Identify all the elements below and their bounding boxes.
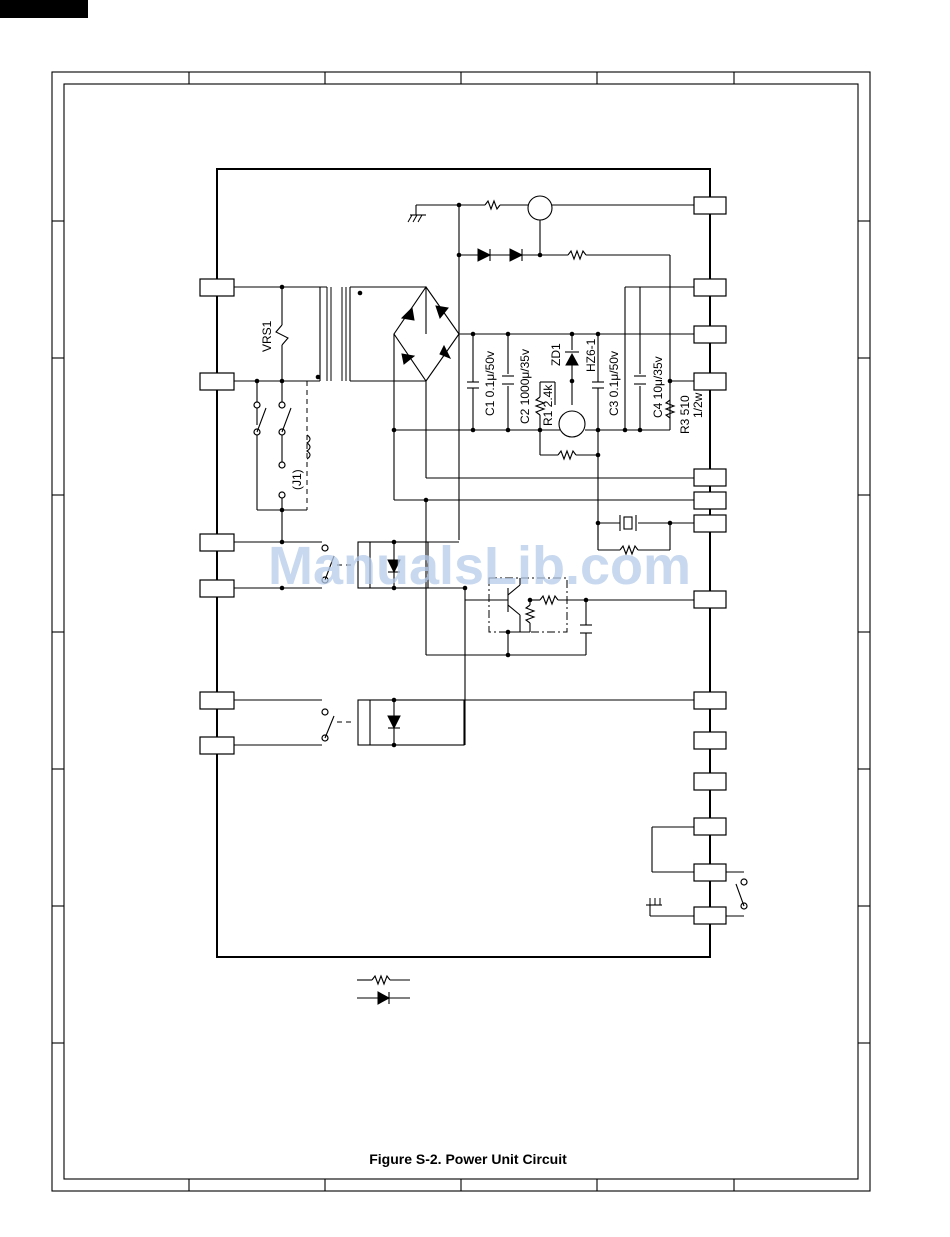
label-c1: C1 0.1μ/50v: [483, 351, 497, 416]
label-vrs1: VRS1: [260, 320, 274, 352]
legend: [357, 976, 410, 1004]
ground-symbol-bottom: [646, 898, 662, 916]
label-r3: R3 510: [678, 395, 692, 434]
label-j1: (J1): [290, 469, 304, 490]
ground-symbol-top: [408, 205, 426, 222]
label-c4: C4 10μ/35v: [651, 356, 665, 418]
label-zd1: ZD1: [549, 343, 563, 366]
label-r3-power: 1/2w: [691, 392, 705, 418]
drawing-frame: [52, 72, 870, 1191]
label-c3: C3 0.1μ/50v: [607, 351, 621, 416]
diodes: [388, 249, 579, 728]
label-c2: C2 1000μ/35v: [518, 349, 532, 424]
figure-caption: Figure S-2. Power Unit Circuit: [369, 1151, 567, 1167]
label-r1: R1 2.4k: [541, 384, 555, 426]
page-tab: [0, 0, 88, 18]
label-hz6-1: HZ6-1: [584, 338, 598, 372]
junction-dots: [255, 203, 673, 748]
watermark: ManualsLib.com: [268, 536, 691, 596]
